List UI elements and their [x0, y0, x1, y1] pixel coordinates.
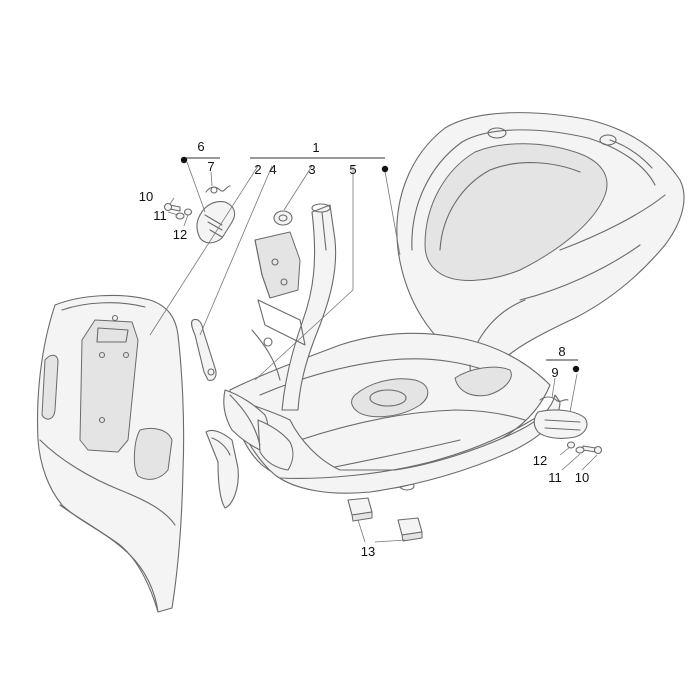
callout-4: 4: [269, 162, 276, 177]
bracket-dots: [180, 156, 580, 373]
rubber-pad-part-13-left[interactable]: [347, 497, 373, 522]
frame-front-column[interactable]: [251, 203, 337, 411]
washer-part-11-left[interactable]: [175, 212, 185, 220]
callout-11-right: 11: [548, 470, 562, 485]
spring-part-7[interactable]: [205, 185, 231, 194]
legshield-inner[interactable]: [223, 389, 294, 471]
clip-part-2[interactable]: [205, 429, 239, 509]
grommet-part-3[interactable]: [273, 210, 293, 226]
front-legshield[interactable]: [36, 294, 185, 613]
leader-lines: [149, 157, 598, 543]
callout-8: 8: [558, 344, 565, 359]
body-shell[interactable]: [396, 112, 685, 366]
badge-part-8[interactable]: [533, 409, 588, 439]
dot-8: [572, 365, 580, 373]
callout-3: 3: [308, 162, 315, 177]
callout-7: 7: [207, 159, 214, 174]
screw-part-10-left[interactable]: [163, 202, 181, 212]
nut-part-12-right[interactable]: [566, 441, 576, 449]
dot-6: [180, 156, 188, 164]
callout-9: 9: [551, 365, 558, 380]
callout-2: 2: [254, 162, 261, 177]
callout-6: 6: [197, 139, 204, 154]
screw-part-10-right[interactable]: [582, 445, 603, 455]
dot-1: [381, 165, 389, 173]
callout-1: 1: [312, 140, 319, 155]
callout-12-left: 12: [173, 227, 187, 242]
callout-12-right: 12: [533, 453, 547, 468]
spring-part-9[interactable]: [539, 396, 569, 402]
callout-10-left: 10: [139, 189, 153, 204]
washer-part-11-right[interactable]: [575, 446, 585, 454]
rubber-pad-part-13-right[interactable]: [397, 517, 423, 542]
nut-part-12-left[interactable]: [183, 208, 193, 216]
callout-11-left: 11: [153, 208, 167, 223]
bracket-part-4[interactable]: [190, 318, 217, 381]
callout-labels: 1 2 3 4 5 6 7 8 9 10 11 12 10 11 12 13: [139, 139, 589, 559]
callout-10-right: 10: [575, 470, 589, 485]
badge-part-6[interactable]: [196, 201, 236, 244]
floor-pan[interactable]: [227, 394, 561, 494]
callout-5: 5: [349, 162, 356, 177]
callout-13: 13: [361, 544, 375, 559]
